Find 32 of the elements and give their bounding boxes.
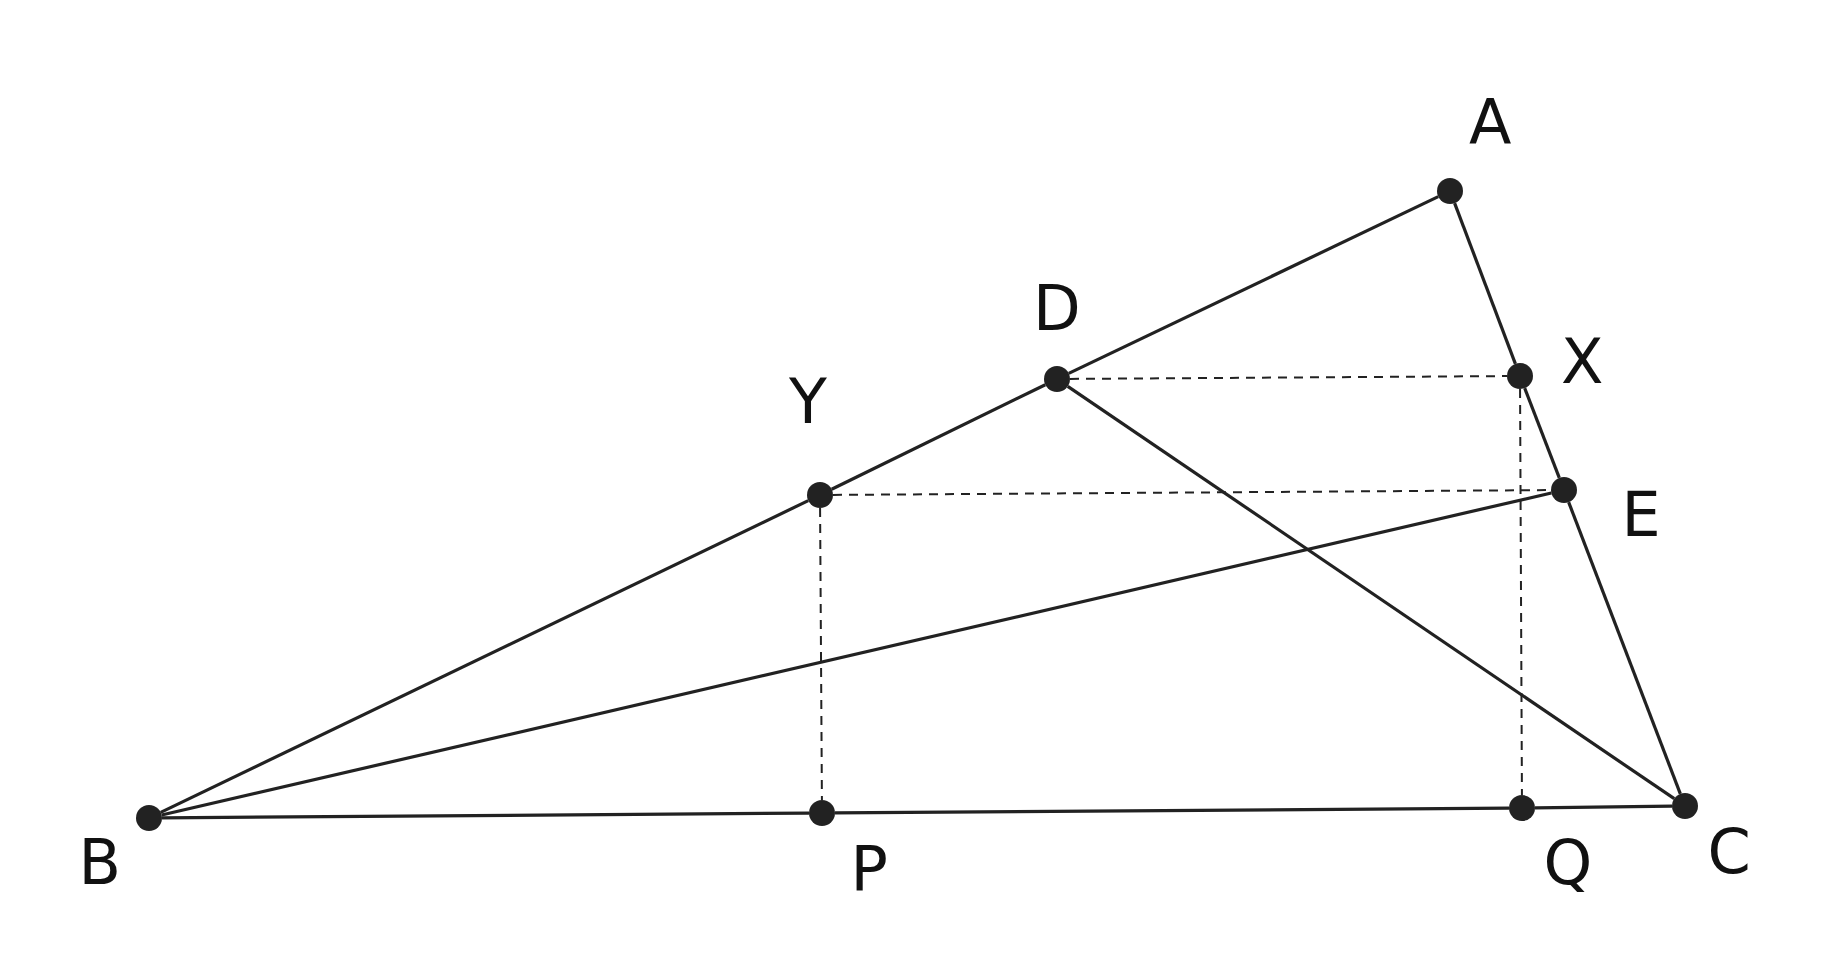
point-label: P [850, 838, 888, 900]
point-label: E [1621, 484, 1661, 546]
point-label: D [1033, 278, 1081, 340]
point-label: C [1707, 821, 1751, 883]
point-label: B [78, 832, 122, 894]
line-segment [1068, 195, 1439, 375]
point-dot [1507, 363, 1533, 389]
dashed-line [819, 507, 823, 801]
line-segment [161, 491, 1552, 817]
line-segment [830, 383, 1047, 491]
point-dot [1551, 477, 1577, 503]
point-dot [136, 805, 162, 831]
dashed-line [1069, 375, 1508, 380]
point-dot [809, 800, 835, 826]
line-segment [1534, 804, 1673, 810]
line-segment [162, 811, 809, 820]
point-dot [1044, 366, 1070, 392]
point-label: A [1469, 92, 1512, 154]
point-dot [1672, 793, 1698, 819]
point-label: Y [789, 371, 827, 433]
line-segment [1453, 202, 1517, 365]
point-label: Q [1543, 832, 1593, 894]
dashed-line [1519, 388, 1523, 796]
line-segment [1066, 385, 1676, 800]
point-dot [1437, 178, 1463, 204]
point-dot [1509, 795, 1535, 821]
point-dot [807, 482, 833, 508]
line-segment [160, 499, 809, 814]
line-segment [1567, 501, 1682, 795]
point-label: X [1561, 331, 1604, 393]
line-segment [1523, 387, 1561, 479]
line-segment [835, 806, 1509, 815]
